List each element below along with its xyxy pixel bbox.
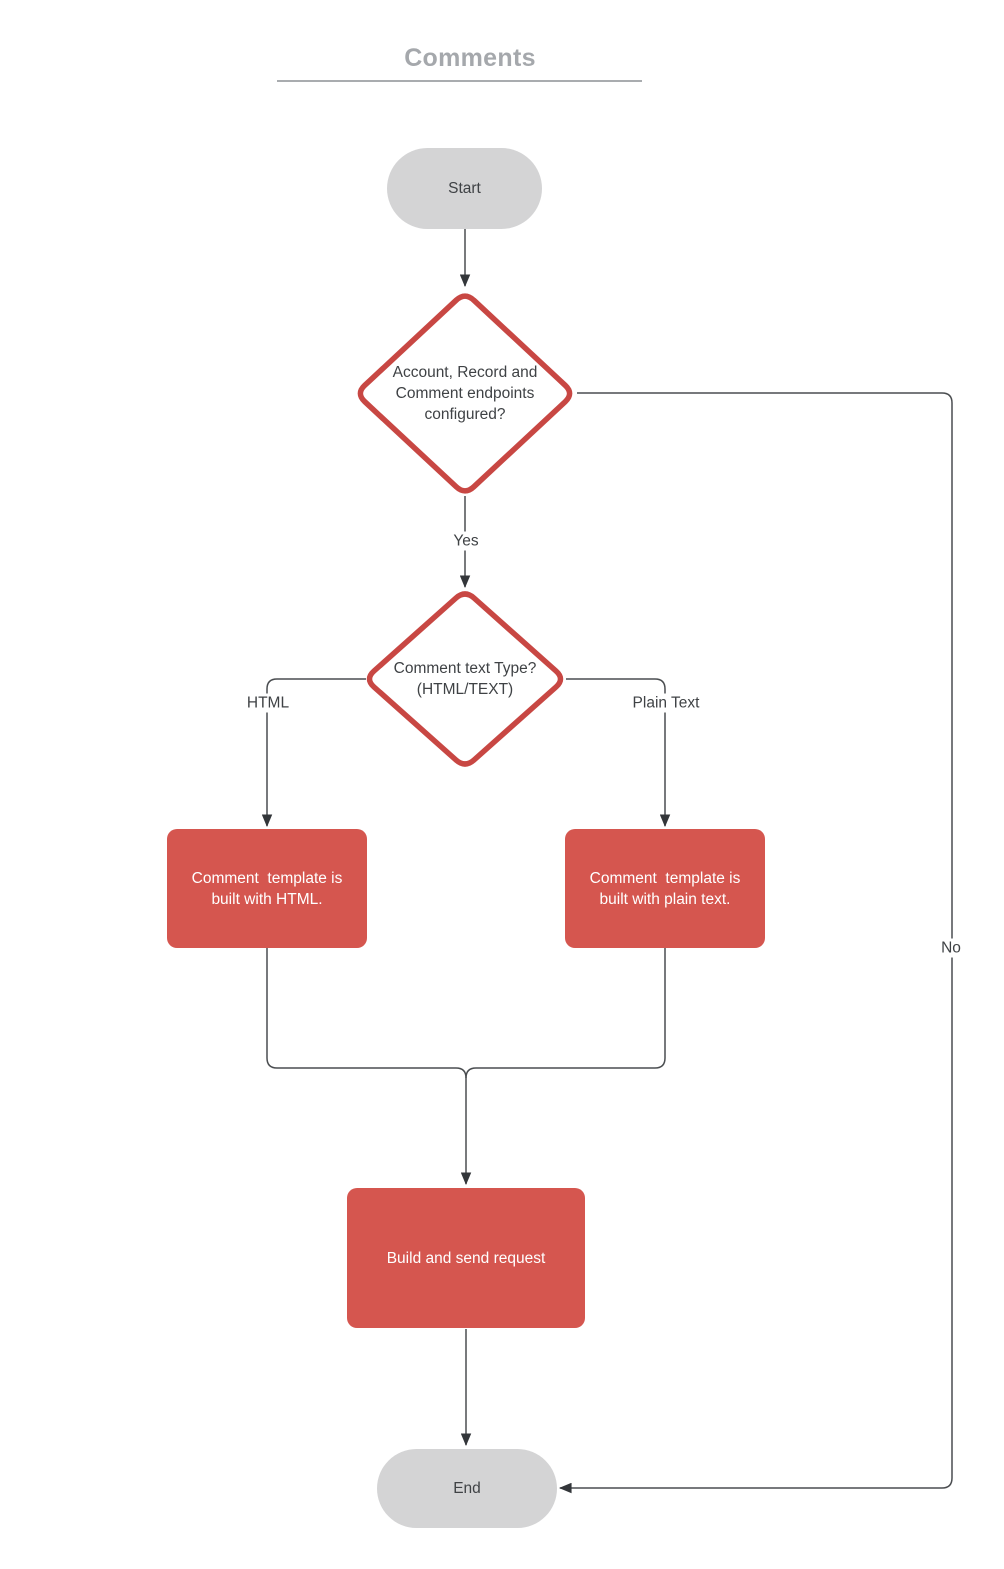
title-underline — [277, 80, 642, 82]
page-title: Comments — [404, 44, 536, 72]
process-plaintext-template-node[interactable]: Comment template is built with plain tex… — [565, 829, 765, 948]
edge-label-yes: Yes — [449, 531, 483, 551]
edge-plaintext-process-to-merge — [465, 948, 666, 1079]
process-html-template-node[interactable]: Comment template is built with HTML. — [167, 829, 367, 948]
start-node[interactable]: Start — [387, 148, 542, 229]
decision1-node[interactable] — [348, 284, 582, 503]
start-node-label: Start — [448, 180, 481, 197]
decision2-shape — [366, 591, 564, 767]
edge-html-process-to-merge — [266, 948, 467, 1079]
process-plaintext-template-label: Comment template is built with plain tex… — [589, 869, 745, 908]
decision2-label: Comment text Type? (HTML/TEXT) — [393, 660, 537, 698]
process-build-send-label: Build and send request — [386, 1249, 546, 1267]
end-node[interactable]: End — [377, 1449, 557, 1528]
decision1-label: Account, Record and Comment endpoints co… — [392, 363, 538, 423]
decision2-node[interactable] — [357, 582, 573, 776]
edge-label-no: No — [937, 938, 965, 958]
decision1-shape — [357, 293, 573, 494]
process-build-send-node[interactable]: Build and send request — [347, 1188, 585, 1328]
edge-label-plain-text: Plain Text — [628, 693, 704, 713]
end-node-label: End — [453, 1480, 481, 1497]
process-html-template-label: Comment template is built with HTML. — [191, 869, 347, 908]
edge-label-html: HTML — [242, 693, 294, 713]
